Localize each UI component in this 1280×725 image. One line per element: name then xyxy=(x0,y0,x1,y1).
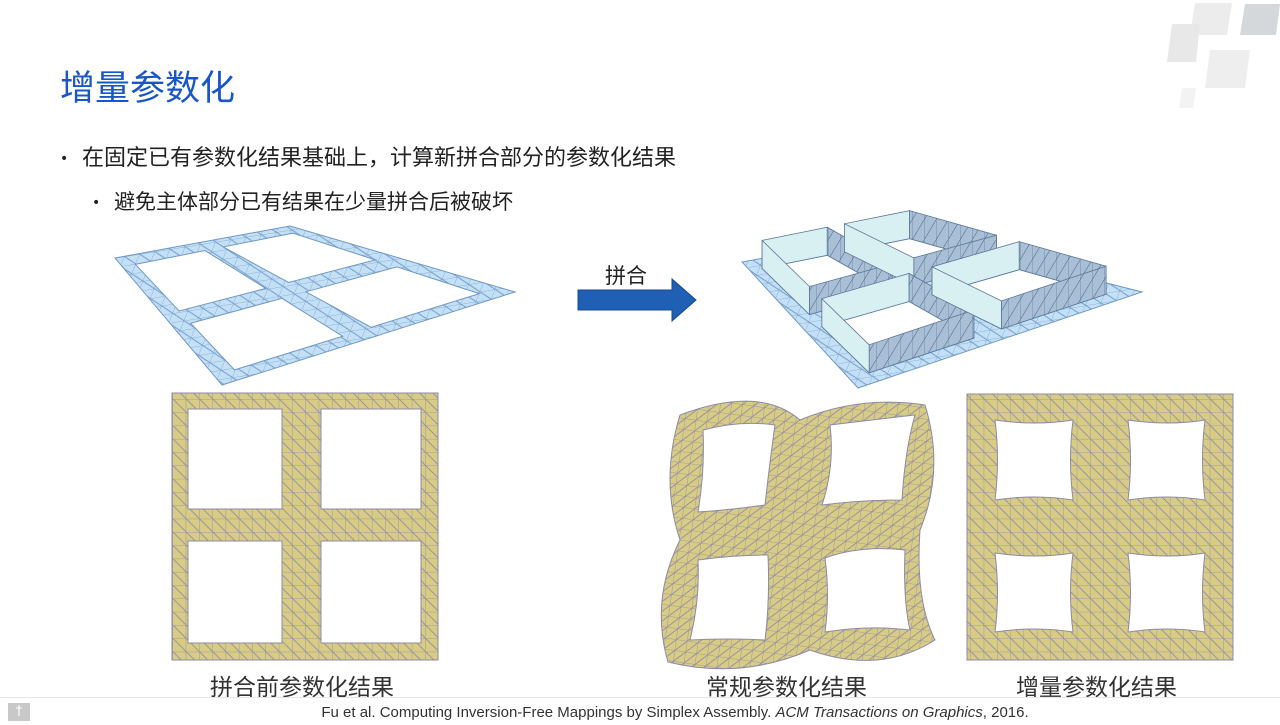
mesh-wall xyxy=(761,239,810,316)
mesh-3d-before xyxy=(114,225,517,386)
caption-before: 拼合前参数化结果 xyxy=(210,675,394,701)
logo-icon: † xyxy=(8,703,30,721)
arrow-label: 拼合 xyxy=(605,264,647,288)
bullet-2: • 避免主体部分已有结果在少量拼合后被破坏 xyxy=(92,186,513,216)
citation: Fu et al. Computing Inversion-Free Mappi… xyxy=(0,704,1280,721)
page-title: 增量参数化 xyxy=(60,69,236,109)
mesh-2d-regular xyxy=(660,400,936,670)
mesh-wall xyxy=(931,266,1002,330)
mesh-surface xyxy=(114,225,517,386)
arrow-icon xyxy=(577,277,697,323)
caption-incremental: 增量参数化结果 xyxy=(1016,675,1177,701)
bullet-2-text: 避免主体部分已有结果在少量拼合后被破坏 xyxy=(114,190,513,214)
bullet-dot-icon: • xyxy=(92,195,101,211)
mesh-3d-after xyxy=(741,210,1144,389)
decorative-tiles xyxy=(1167,3,1280,108)
bullet-dot-icon: • xyxy=(60,151,69,167)
mesh-2d-incremental xyxy=(966,393,1234,661)
caption-regular: 常规参数化结果 xyxy=(706,675,867,701)
mesh-2d-before xyxy=(171,392,439,661)
bullet-1-text: 在固定已有参数化结果基础上，计算新拼合部分的参数化结果 xyxy=(82,146,677,171)
bullet-1: • 在固定已有参数化结果基础上，计算新拼合部分的参数化结果 xyxy=(60,140,676,172)
footer-divider xyxy=(0,697,1280,698)
mesh-wall xyxy=(821,297,870,374)
citation-text: Fu et al. Computing Inversion-Free Mappi… xyxy=(321,704,776,721)
citation-year: , 2016. xyxy=(982,704,1029,721)
citation-venue: ACM Transactions on Graphics xyxy=(775,704,983,721)
mesh-wall xyxy=(844,223,915,287)
